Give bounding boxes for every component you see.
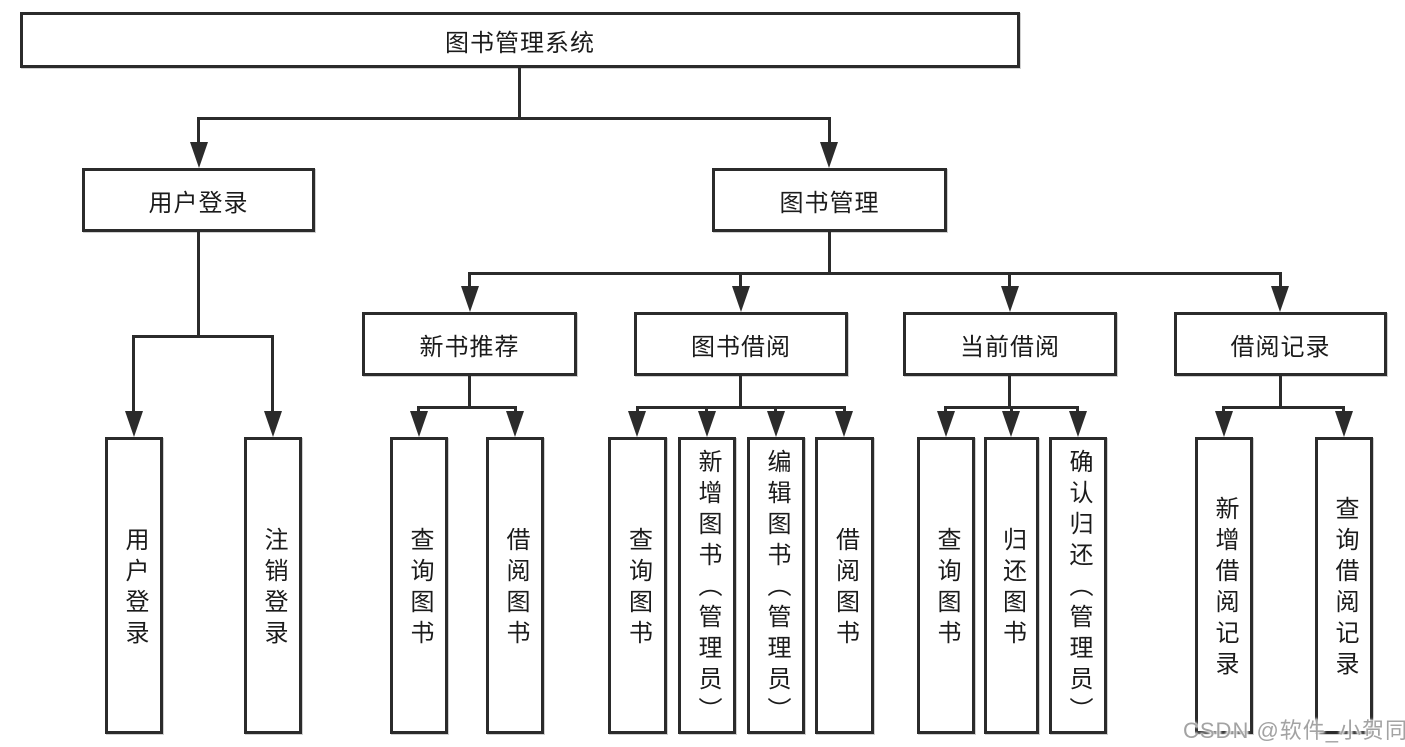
node-current-borrowing: 当前借阅	[903, 312, 1117, 376]
arrow-down-icon	[506, 411, 524, 437]
csdn-watermark: CSDN @软件_小贺同学	[1183, 718, 1405, 743]
arrow-down-icon	[628, 411, 646, 437]
connector-drop-borrowing-records	[1279, 272, 1282, 290]
node-book-management: 图书管理	[712, 168, 947, 232]
arrow-down-icon	[698, 411, 716, 437]
leaf-user-login: 用户登录	[105, 437, 163, 734]
arrow-down-icon	[820, 142, 838, 168]
leaf-confirm-return-admin: 确认归还（管理员）	[1049, 437, 1107, 734]
leaf-query-borrow-record: 查询借阅记录	[1315, 437, 1373, 734]
leaf-borrow-books: 借阅图书	[486, 437, 544, 734]
connector-drop-new-book-recommend	[468, 272, 471, 290]
node-book-borrowing: 图书借阅	[634, 312, 848, 376]
leaf-query-books: 查询图书	[608, 437, 667, 734]
connector-borrowing-records-branch	[1222, 406, 1345, 409]
leaf-logout: 注销登录	[244, 437, 302, 734]
connector-drop-leaf-user-login	[132, 335, 135, 418]
arrow-down-icon	[461, 286, 479, 312]
connector-borrowing-records-stem	[1279, 376, 1282, 406]
leaf-return-books: 归还图书	[984, 437, 1039, 734]
arrow-down-icon	[1001, 286, 1019, 312]
arrow-down-icon	[264, 411, 282, 437]
arrow-down-icon	[1215, 411, 1233, 437]
arrow-down-icon	[1069, 411, 1087, 437]
connector-drop-current-borrowing	[1008, 272, 1011, 290]
connector-drop-book-management	[828, 117, 831, 147]
leaf-borrow-books: 借阅图书	[815, 437, 874, 734]
connector-new-book-branch	[417, 406, 516, 409]
arrow-down-icon	[1335, 411, 1353, 437]
arrow-down-icon	[732, 286, 750, 312]
connector-book-management-stem	[828, 232, 831, 272]
leaf-query-books: 查询图书	[917, 437, 975, 734]
leaf-add-books-admin: 新增图书（管理员）	[678, 437, 736, 734]
connector-root-branch	[197, 117, 831, 120]
connector-drop-user-login	[197, 117, 200, 147]
connector-root-stem	[518, 68, 521, 117]
connector-user-login-branch	[132, 335, 274, 338]
connector-new-book-stem	[468, 376, 471, 406]
arrow-down-icon	[767, 411, 785, 437]
connector-drop-leaf-logout	[271, 335, 274, 418]
leaf-add-borrow-record: 新增借阅记录	[1195, 437, 1253, 734]
leaf-edit-books-admin: 编辑图书（管理员）	[747, 437, 805, 734]
connector-current-borrowing-stem	[1008, 376, 1011, 406]
connector-user-login-stem	[197, 232, 200, 335]
leaf-query-books: 查询图书	[390, 437, 448, 734]
node-borrowing-records: 借阅记录	[1174, 312, 1387, 376]
arrow-down-icon	[835, 411, 853, 437]
connector-book-borrowing-branch	[636, 406, 844, 409]
connector-book-borrowing-stem	[739, 376, 742, 406]
connector-book-management-branch	[468, 272, 1282, 275]
node-new-book-recommend: 新书推荐	[362, 312, 577, 376]
arrow-down-icon	[1271, 286, 1289, 312]
node-user-login: 用户登录	[82, 168, 315, 232]
node-library-management-system: 图书管理系统	[20, 12, 1020, 68]
arrow-down-icon	[125, 411, 143, 437]
arrow-down-icon	[410, 411, 428, 437]
arrow-down-icon	[1002, 411, 1020, 437]
arrow-down-icon	[937, 411, 955, 437]
arrow-down-icon	[190, 142, 208, 168]
connector-drop-book-borrowing	[739, 272, 742, 290]
